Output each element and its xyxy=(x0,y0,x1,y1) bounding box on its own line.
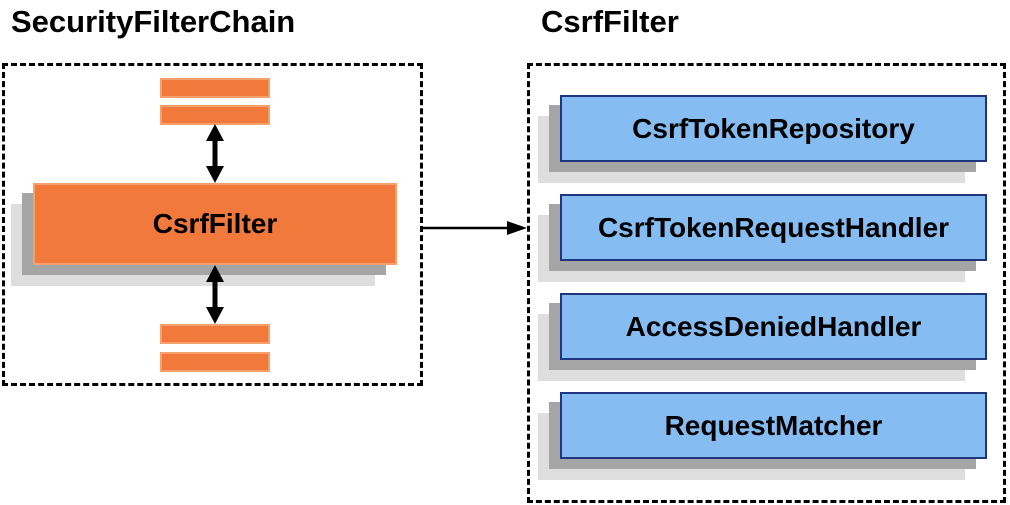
bidirectional-arrow-icon xyxy=(206,265,224,324)
component-label: AccessDeniedHandler xyxy=(625,310,922,342)
security-filter-chain-title: SecurityFilterChain xyxy=(11,4,296,39)
csrf-filter-container xyxy=(527,63,1006,503)
filter-placeholder-bar xyxy=(160,352,270,372)
filter-placeholder-bar xyxy=(160,105,270,125)
component-label: RequestMatcher xyxy=(664,409,883,441)
csrf-filter-title: CsrfFilter xyxy=(541,4,679,39)
filter-placeholder-bar xyxy=(160,324,270,344)
component-box-csrf-token-request-handler: CsrfTokenRequestHandler xyxy=(560,194,987,261)
filter-placeholder-bar xyxy=(160,78,270,98)
component-label: CsrfTokenRepository xyxy=(632,112,915,144)
bidirectional-arrow-icon xyxy=(206,124,224,183)
csrf-filter-node: CsrfFilter xyxy=(33,183,397,265)
component-box-request-matcher: RequestMatcher xyxy=(560,392,987,459)
component-box-access-denied-handler: AccessDeniedHandler xyxy=(560,293,987,360)
security-filter-chain-container xyxy=(2,63,423,386)
component-label: CsrfTokenRequestHandler xyxy=(597,211,950,243)
csrf-filter-node-label: CsrfFilter xyxy=(152,208,278,239)
flow-arrow-icon xyxy=(422,221,527,235)
component-box-csrf-token-repository: CsrfTokenRepository xyxy=(560,95,987,162)
